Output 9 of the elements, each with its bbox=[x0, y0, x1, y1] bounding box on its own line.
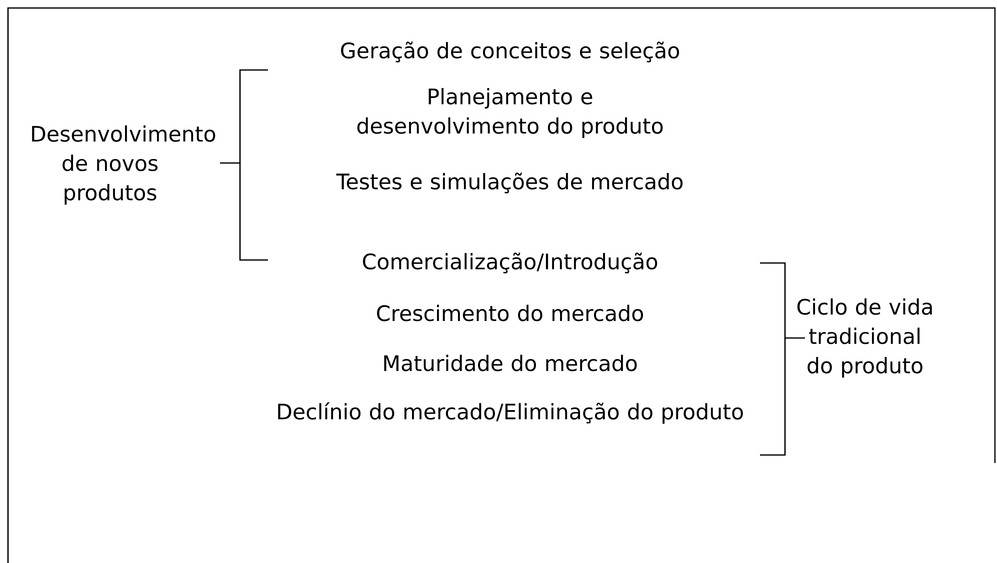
stage-label: Maturidade do mercado bbox=[384, 354, 637, 372]
stage-label: Crescimento do mercado bbox=[377, 304, 644, 322]
stage-label: Geração de conceitos e seleção bbox=[341, 42, 680, 62]
stage-label: Testes e simulações de mercado bbox=[336, 172, 683, 194]
stage-label: Declínio do mercado/Eliminação do produto bbox=[278, 402, 743, 424]
group-label: Ciclo de vida tradicional do produto bbox=[797, 298, 932, 378]
stage-label: Comercialização/Introdução bbox=[362, 252, 658, 274]
stage-label: Planejamento e desenvolvimento do produto bbox=[357, 88, 663, 138]
group-label: Desenvolvimento de novos produtos bbox=[32, 125, 216, 205]
